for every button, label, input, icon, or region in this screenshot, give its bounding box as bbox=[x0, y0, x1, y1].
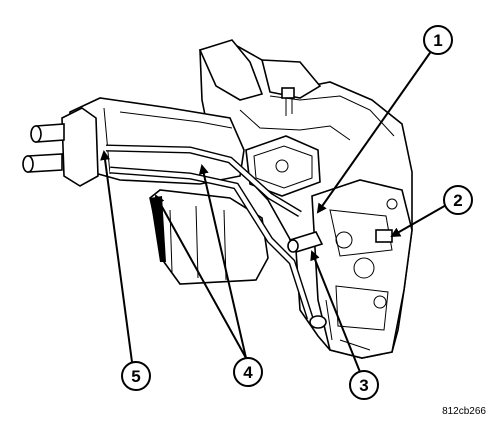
leader-5 bbox=[100, 150, 133, 363]
leader-3 bbox=[310, 250, 361, 373]
hvac-housing bbox=[22, 39, 413, 359]
callout-5: 5 bbox=[121, 361, 151, 391]
reference-code: 812cb266 bbox=[442, 406, 486, 417]
callout-3-label: 3 bbox=[359, 376, 368, 395]
callout-1-label: 1 bbox=[433, 31, 442, 50]
leader-2 bbox=[390, 203, 449, 237]
leader-4a bbox=[155, 194, 247, 359]
callout-2: 2 bbox=[443, 185, 473, 215]
callout-4: 4 bbox=[233, 357, 263, 387]
callout-2-label: 2 bbox=[453, 191, 462, 210]
callout-3: 3 bbox=[349, 370, 379, 400]
leader-1 bbox=[316, 49, 433, 214]
callout-4-label: 4 bbox=[243, 363, 253, 382]
leader-4b bbox=[198, 164, 247, 359]
callout-1: 1 bbox=[423, 25, 453, 55]
callout-5-label: 5 bbox=[131, 367, 140, 386]
leader-lines bbox=[100, 49, 449, 373]
